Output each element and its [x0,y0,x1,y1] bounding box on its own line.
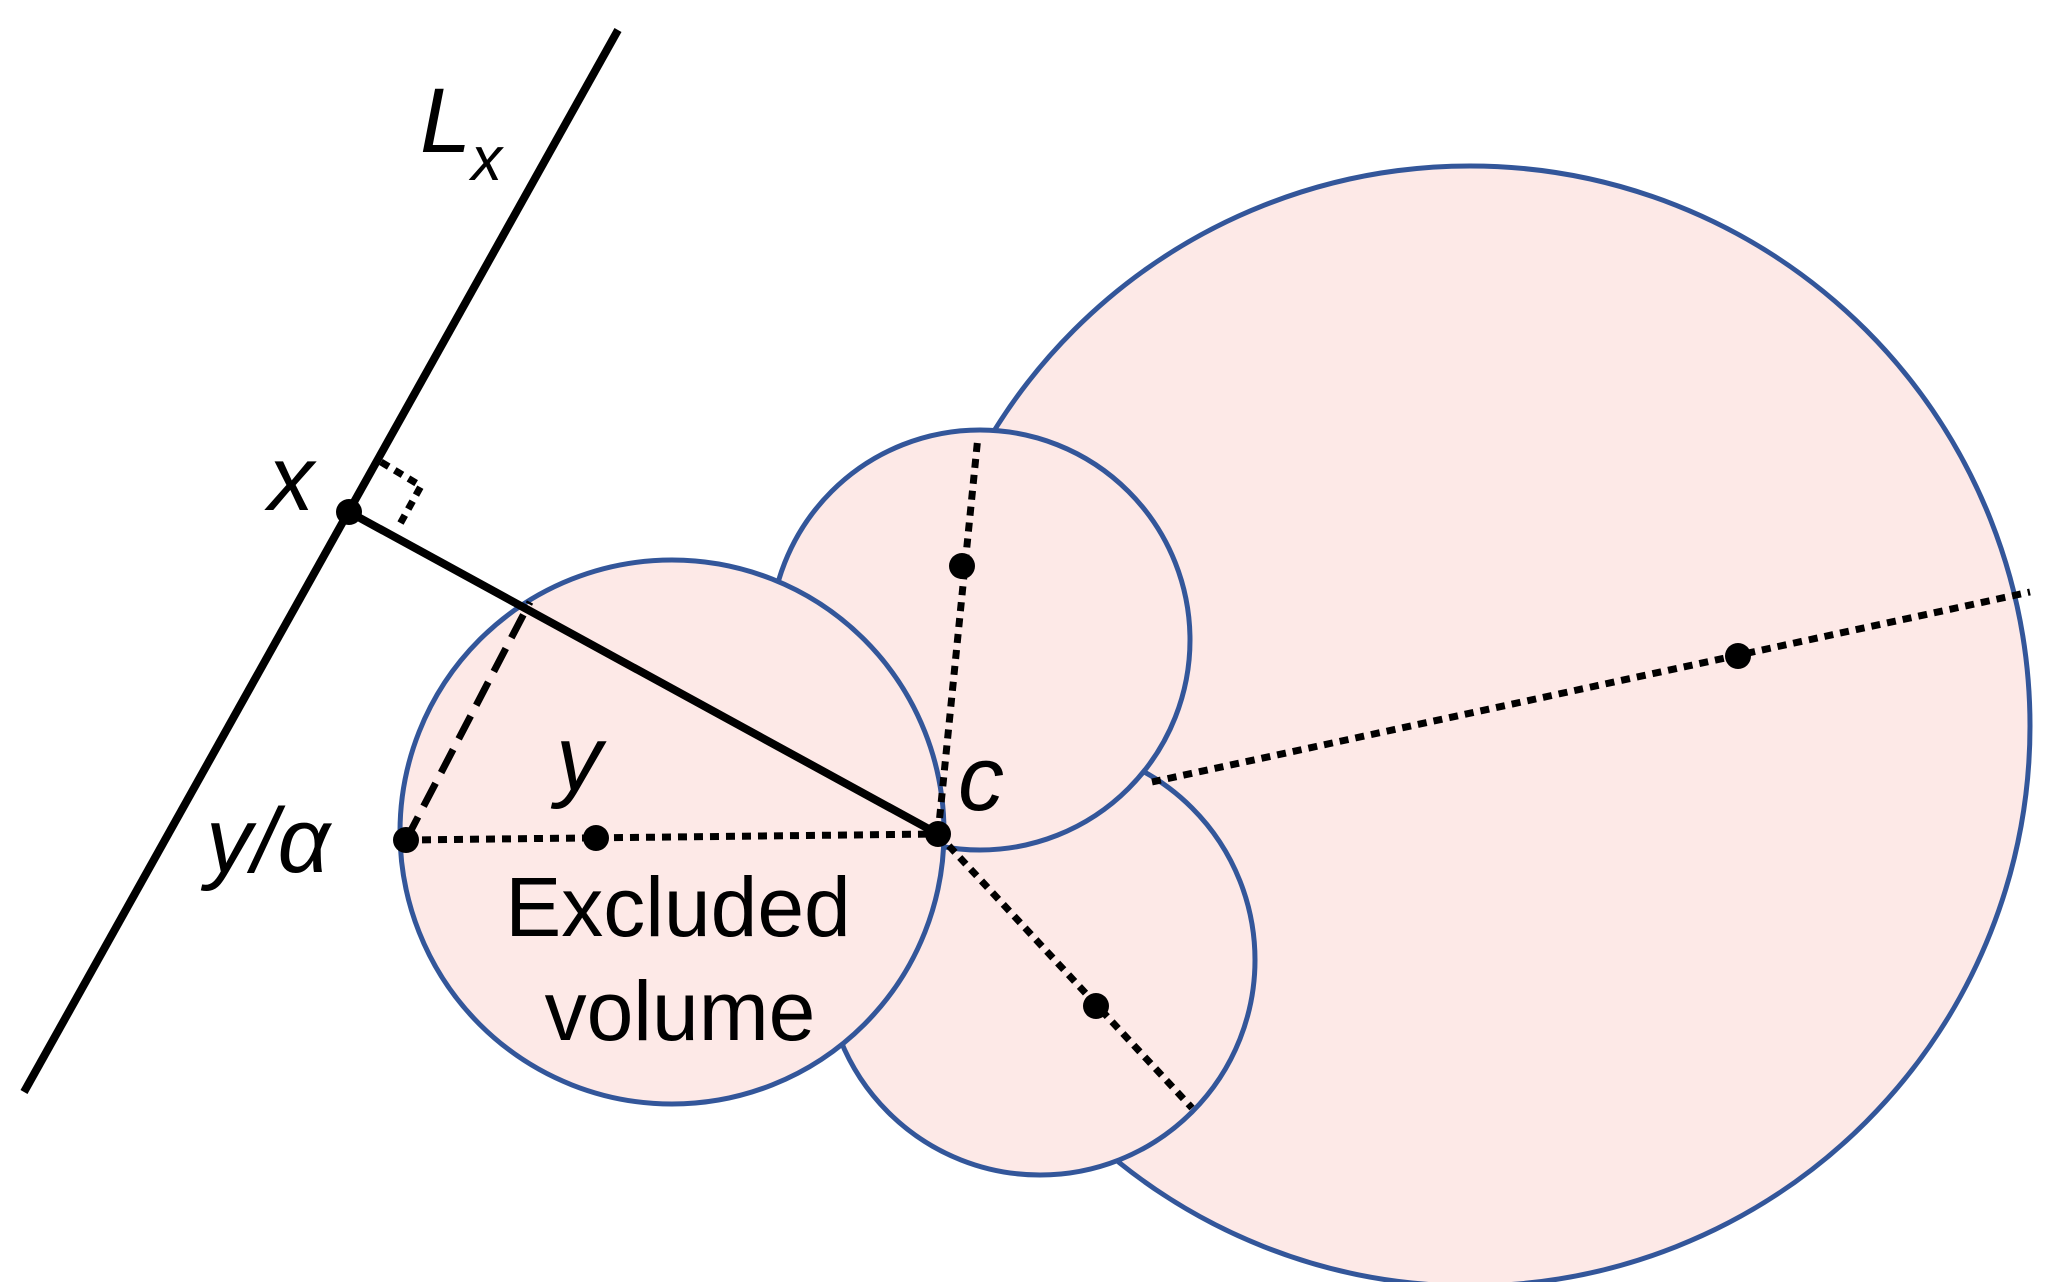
label-y-over-alpha: y/α [200,790,333,892]
label-y: y [550,708,607,810]
label-excluded: Excluded [505,860,851,954]
point-y-over-alpha [393,827,419,853]
discs [397,163,2033,1282]
label-volume: volume [545,964,816,1058]
point-x [336,499,362,525]
radius-bottom [935,831,1195,1111]
segment-y-alpha-dashed [402,600,534,842]
label-x: x [264,428,317,530]
points [336,499,1751,1019]
segment-x-to-c [347,508,940,838]
point-y [583,825,609,851]
label-line: Lx [420,70,504,194]
label-c: c [958,728,1004,830]
right-angle-marker [379,458,426,526]
line-l-x [20,28,622,1094]
radius-excluded [405,830,939,844]
label-line-subscript: x [468,125,504,194]
point-bottom-center [1083,993,1109,1019]
labels: Lx x y y/α c Excluded volume [200,70,1004,1058]
radial-segments [405,435,2031,1111]
radius-top [934,435,982,835]
point-c [925,821,951,847]
radius-large [1151,588,2031,786]
point-top-center [949,553,975,579]
point-large-center [1725,643,1751,669]
